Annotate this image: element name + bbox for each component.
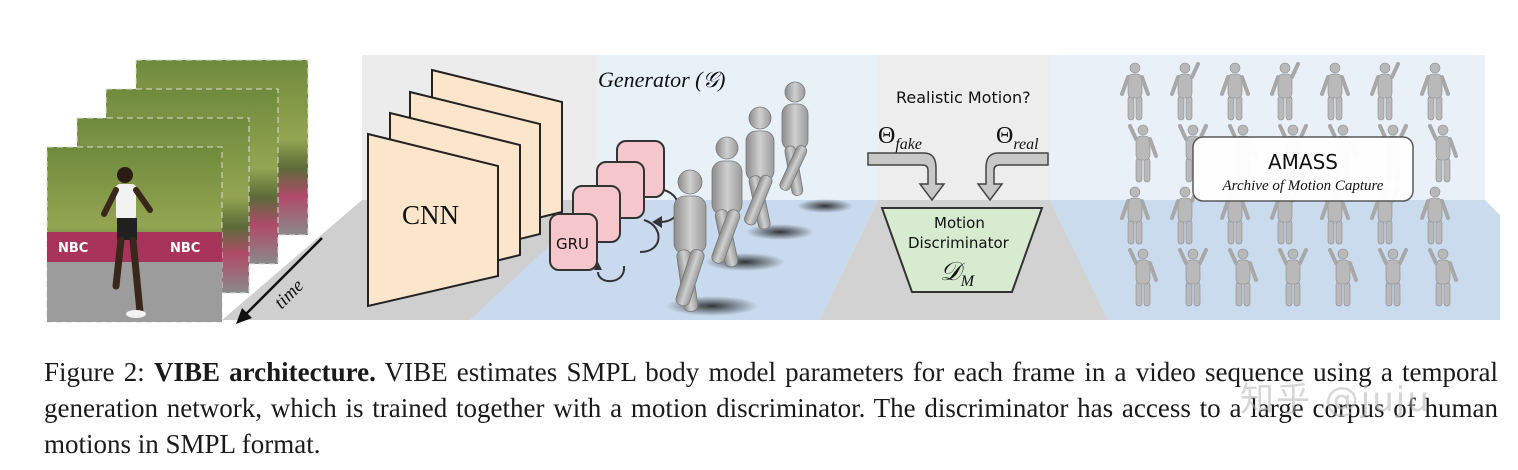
- amass-body-mesh: [1378, 248, 1408, 307]
- caption-text: VIBE estimates SMPL body model parameter…: [44, 357, 1498, 459]
- photo-tag-1: NBC: [58, 241, 88, 256]
- amass-body-mesh: [1270, 62, 1300, 121]
- amass-body-mesh: [1320, 186, 1350, 245]
- amass-body-mesh: [1170, 62, 1200, 121]
- realistic-motion-label: Realistic Motion?: [896, 88, 1031, 107]
- body-mesh-3: [744, 106, 775, 230]
- amass-body-mesh: [1178, 248, 1208, 307]
- theta-fake-label: Θfake: [878, 123, 922, 153]
- disc-line2: Discriminator: [908, 234, 1010, 252]
- gru-block: GRU: [549, 140, 680, 282]
- figure-caption: Figure 2: VIBE architecture. VIBE estima…: [44, 354, 1498, 462]
- amass-body-mesh: [1278, 248, 1308, 307]
- photo-tag-2: NBC: [170, 241, 200, 256]
- amass-body-mesh: [1120, 62, 1150, 121]
- caption-bold: VIBE architecture.: [153, 357, 376, 387]
- amass-body-mesh: [1328, 248, 1358, 307]
- discriminator-section: Realistic Motion? Θfake Θreal Motion Dis…: [867, 88, 1049, 293]
- amass-body-mesh: [1220, 62, 1250, 121]
- amass-body-mesh: [1170, 186, 1200, 245]
- amass-body-mesh: [1128, 124, 1158, 183]
- video-frames: NBC NBC: [46, 59, 309, 323]
- disc-line1: Motion: [934, 214, 985, 232]
- amass-body-mesh: [1420, 186, 1450, 245]
- amass-body-mesh: [1420, 62, 1450, 121]
- amass-body-mesh: [1128, 248, 1158, 307]
- video-frame-1: NBC NBC: [46, 146, 223, 323]
- motion-discriminator-box: [880, 207, 1044, 293]
- amass-title: AMASS: [1268, 150, 1338, 174]
- amass-label-box: AMASS Archive of Motion Capture: [1192, 136, 1414, 202]
- amass-body-mesh: [1370, 62, 1400, 121]
- amass-body-mesh: [1428, 248, 1458, 307]
- amass-body-mesh: [1120, 186, 1150, 245]
- body-mesh-4: [779, 81, 809, 196]
- fake-arrow: [867, 152, 946, 202]
- caption-prefix: Figure 2:: [44, 357, 154, 387]
- amass-subtitle: Archive of Motion Capture: [1222, 178, 1384, 194]
- cnn-label: CNN: [402, 200, 459, 230]
- generated-bodies: [666, 81, 853, 316]
- amass-body-mesh: [1220, 186, 1250, 245]
- body-mesh-2: [711, 136, 743, 268]
- gru-label: GRU: [556, 235, 589, 253]
- gru-cell-1: [549, 213, 598, 271]
- generator-label: Generator (𝒢): [598, 67, 725, 92]
- real-arrow: [976, 152, 1049, 202]
- amass-body-mesh: [1228, 248, 1258, 307]
- architecture-figure: NBC NBC time CNN: [46, 55, 1500, 324]
- body-mesh-1: [673, 169, 707, 312]
- amass-body-mesh: [1320, 62, 1350, 121]
- cnn-block: CNN: [367, 68, 563, 308]
- amass-body-mesh: [1428, 124, 1458, 183]
- theta-real-label: Θreal: [996, 123, 1039, 153]
- runner-figure: [101, 167, 153, 318]
